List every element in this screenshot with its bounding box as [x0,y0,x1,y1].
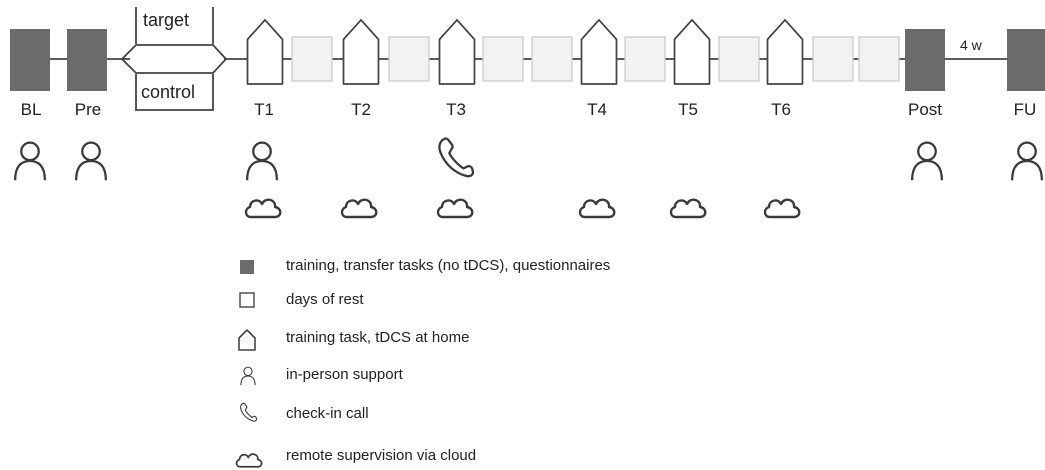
milestone-label-t1: T1 [254,100,274,119]
legend-icons [235,260,263,468]
milestone-label-t5: T5 [678,100,698,119]
rest-day-block [482,36,524,82]
cloud-icon [578,198,616,219]
person-icon [910,141,944,182]
legend-item-label: remote supervision via cloud [286,447,477,464]
legend-item-label: in-person support [286,366,403,383]
milestone-label-bl: BL [20,100,42,119]
phone-icon [438,137,474,178]
cloud-icon [763,198,801,219]
home-session-house-t6 [766,19,804,85]
home-session-house-t4 [580,19,618,85]
rest-days [291,36,900,82]
cloud-icon [436,198,474,219]
rest-day-block [812,36,854,82]
cloud-icon [235,453,263,468]
cloud-icon [669,198,707,219]
legend-item-label: training, transfer tasks (no tDCS), ques… [286,257,611,274]
filled-square-icon [240,260,254,274]
session-block-post [905,29,945,91]
milestone-label-pre: Pre [74,100,102,119]
legend-item-label: training task, tDCS at home [286,329,470,346]
home-session-house-t2 [342,19,380,85]
milestone-label-fu: FU [1013,100,1037,119]
rest-day-block [858,36,900,82]
person-icon [13,141,47,182]
rest-day-block [718,36,760,82]
person-icon [74,141,108,182]
person-icon [1010,141,1044,182]
phone-icon [240,402,257,422]
arm-branch [121,7,227,111]
arm-label-control: control [141,82,196,102]
person-icon [240,366,256,386]
session-block-bl [10,29,50,91]
cloud-icon [244,198,282,219]
legend-item-label: days of rest [286,291,364,308]
home-session-house-t3 [438,19,476,85]
legend-item-label: check-in call [286,405,369,422]
home-session-house-t1 [246,19,284,85]
session-block-pre [67,29,107,91]
rest-day-block [388,36,430,82]
rest-day-block [624,36,666,82]
milestone-label-post: Post [907,100,943,119]
cloud-icon [340,198,378,219]
rest-day-block [531,36,573,82]
milestone-label-t2: T2 [351,100,371,119]
home-session-house-t5 [673,19,711,85]
arm-label-target: target [143,10,190,30]
milestone-label-t6: T6 [771,100,791,119]
empty-square-icon [239,292,255,308]
session-block-fu [1007,29,1045,91]
milestone-label-t3: T3 [446,100,466,119]
person-icon [245,141,279,182]
milestone-label-t4: T4 [587,100,607,119]
house-icon [238,329,256,351]
rest-day-block [291,36,333,82]
followup-gap-label: 4 w [960,37,982,53]
